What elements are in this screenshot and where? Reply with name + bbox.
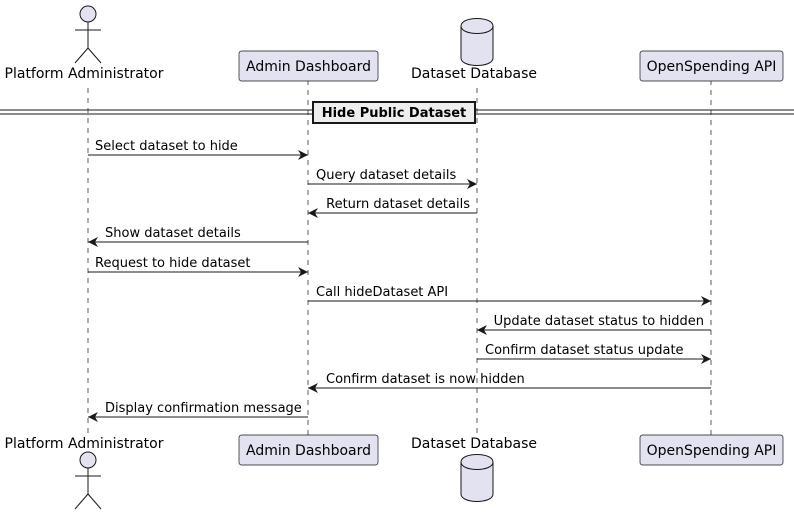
message-label: Call hideDataset API [316,285,448,300]
message-label: Request to hide dataset [95,256,251,271]
message-5: Request to hide dataset [88,256,308,277]
actor-admin-bottom: Platform Administrator [5,436,164,510]
participant-label-api: OpenSpending API [647,443,777,459]
message-label: Query dataset details [316,168,456,183]
participant-label-dashboard: Admin Dashboard [246,59,371,75]
participant-api-bottom: OpenSpending API [639,434,784,466]
message-label: Display confirmation message [105,401,302,416]
message-6: Call hideDataset API [308,285,711,306]
participant-label-db: Dataset Database [411,66,537,82]
participant-label-api: OpenSpending API [647,59,777,75]
message-7: Update dataset status to hidden [477,314,711,335]
actor-head [79,451,97,469]
message-8: Confirm dataset status update [477,343,711,364]
message-label: Confirm dataset is now hidden [326,372,525,387]
group-separator: Hide Public Dataset [0,101,794,124]
message-label: Show dataset details [105,226,241,241]
message-label: Return dataset details [326,197,470,212]
database-db-top: Dataset Database [411,18,537,82]
message-3: Return dataset details [308,197,477,218]
message-label: Update dataset status to hidden [494,314,704,329]
participant-label-db: Dataset Database [411,436,537,452]
message-label: Select dataset to hide [95,139,238,154]
participant-dashboard-bottom: Admin Dashboard [238,434,379,466]
message-10: Display confirmation message [88,401,308,422]
message-1: Select dataset to hide [88,139,308,160]
message-2: Query dataset details [308,168,477,189]
database-db-bottom: Dataset Database [411,436,537,502]
participant-label-admin: Platform Administrator [5,436,164,452]
actor-head [79,5,97,23]
separator-label: Hide Public Dataset [322,106,467,121]
message-4: Show dataset details [88,226,308,247]
participant-label-admin: Platform Administrator [5,66,164,82]
participant-api-top: OpenSpending API [639,50,784,82]
actor-admin-top: Platform Administrator [5,5,164,82]
participant-dashboard-top: Admin Dashboard [238,50,379,82]
participant-label-dashboard: Admin Dashboard [246,443,371,459]
message-9: Confirm dataset is now hidden [308,372,711,393]
message-label: Confirm dataset status update [485,343,684,358]
